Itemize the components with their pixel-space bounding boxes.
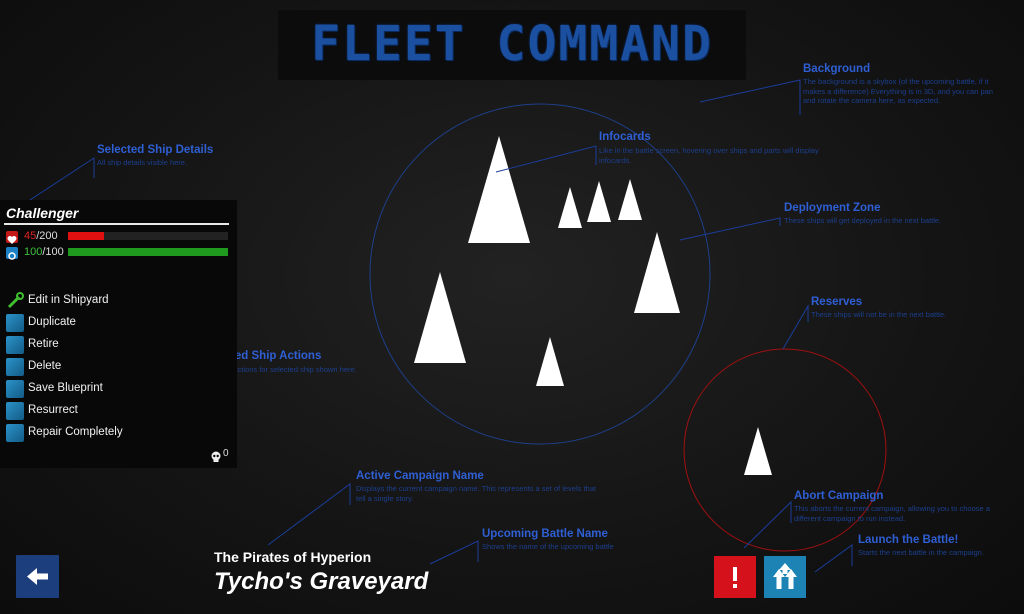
save-blueprint-button[interactable]: Save Blueprint — [0, 379, 200, 399]
title-plate — [278, 10, 746, 80]
action-label: Save Blueprint — [28, 382, 103, 394]
annotation-infocards-title: Infocards — [599, 131, 651, 143]
annotation-battle-title: Upcoming Battle Name — [482, 528, 608, 540]
annotation-infocards-desc: Like in the battle screen, hovering over… — [599, 146, 819, 165]
shield-max: /100 — [42, 246, 64, 258]
action-label: Delete — [28, 360, 62, 372]
health-bar — [68, 232, 228, 240]
annotation-ship-actions-desc: Available actions for selected ship show… — [201, 365, 357, 374]
edit-in-shipyard-button[interactable]: Edit in Shipyard — [0, 291, 200, 311]
action-label: Repair Completely — [28, 426, 123, 438]
retire-icon — [6, 336, 24, 354]
ship-deployed[interactable] — [634, 232, 680, 313]
ship-deployed[interactable] — [558, 187, 582, 228]
shield-bar-fill — [68, 248, 228, 256]
ship-deployed[interactable] — [587, 181, 611, 222]
health-current: 45 — [24, 230, 37, 242]
annotation-background-title: Background — [803, 63, 871, 75]
kill-count: 0 — [223, 448, 229, 459]
annotation-launch-desc: Starts the next battle in the campaign. — [858, 548, 984, 557]
resurrect-button[interactable]: Resurrect — [0, 401, 200, 421]
duplicate-icon — [6, 314, 24, 332]
shield-bar — [68, 248, 228, 256]
delete-icon — [6, 358, 24, 376]
action-label: Edit in Shipyard — [28, 294, 109, 306]
annotation-deployment-desc: These ships will get deployed in the nex… — [784, 216, 942, 225]
shield-readout: 100/100 — [24, 246, 64, 258]
health-max: /200 — [36, 230, 58, 242]
wrench-icon — [6, 292, 24, 310]
shield-current: 100 — [24, 246, 43, 258]
repair-completely-button[interactable]: Repair Completely — [0, 423, 200, 443]
action-label: Retire — [28, 338, 59, 350]
double-up-arrow-icon — [773, 563, 797, 589]
annotation-ship-details-title: Selected Ship Details — [97, 144, 214, 156]
abort-campaign-button[interactable] — [714, 556, 756, 598]
annotation-battle-desc: Shows the name of the upcoming battle — [482, 542, 614, 551]
annotation-abort-title: Abort Campaign — [794, 490, 884, 502]
reserves-zone-ring[interactable] — [683, 348, 887, 552]
action-label: Resurrect — [28, 404, 78, 416]
action-label: Duplicate — [28, 316, 76, 328]
page-title: FLEET COMMAND — [311, 16, 713, 72]
campaign-name: The Pirates of Hyperion — [214, 549, 372, 565]
shield-icon — [6, 247, 18, 260]
resurrect-icon — [6, 402, 24, 420]
ship-challenger[interactable] — [468, 136, 530, 243]
annotation-campaign-desc: Displays the current campaign name. This… — [356, 484, 596, 503]
annotation-background-desc: The background is a skybox (of the upcom… — [803, 77, 993, 105]
back-button[interactable] — [16, 555, 59, 598]
ship-deployed[interactable] — [618, 179, 642, 220]
health-readout: 45/200 — [24, 230, 58, 242]
save-blueprint-icon — [6, 380, 24, 398]
left-arrow-icon — [27, 568, 48, 585]
ship-details-panel — [0, 200, 237, 468]
deployment-zone-ring[interactable] — [369, 103, 711, 445]
retire-button[interactable]: Retire — [0, 335, 200, 355]
duplicate-button[interactable]: Duplicate — [0, 313, 200, 333]
skull-icon — [210, 448, 222, 462]
ship-reserve[interactable] — [744, 427, 772, 475]
exclamation-icon — [733, 567, 737, 588]
ship-deployed[interactable] — [536, 337, 564, 386]
ship-name-divider — [4, 223, 229, 225]
delete-button[interactable]: Delete — [0, 357, 200, 377]
annotation-deployment-title: Deployment Zone — [784, 202, 881, 214]
launch-battle-button[interactable] — [764, 556, 806, 598]
health-bar-fill — [68, 232, 104, 240]
ship-name: Challenger — [6, 205, 79, 221]
annotation-abort-desc: This aborts the current campaign, allowi… — [794, 504, 990, 523]
annotation-reserves-title: Reserves — [811, 296, 863, 308]
battle-name: Tycho's Graveyard — [214, 568, 429, 595]
annotation-launch-title: Launch the Battle! — [858, 534, 959, 546]
annotation-ship-details-desc: All ship details visible here. — [97, 158, 188, 167]
annotation-campaign-title: Active Campaign Name — [356, 470, 484, 482]
repair-icon — [6, 424, 24, 442]
heart-icon — [6, 231, 18, 244]
ship-deployed[interactable] — [414, 272, 466, 363]
annotation-reserves-desc: These ships will not be in the next batt… — [811, 310, 947, 319]
